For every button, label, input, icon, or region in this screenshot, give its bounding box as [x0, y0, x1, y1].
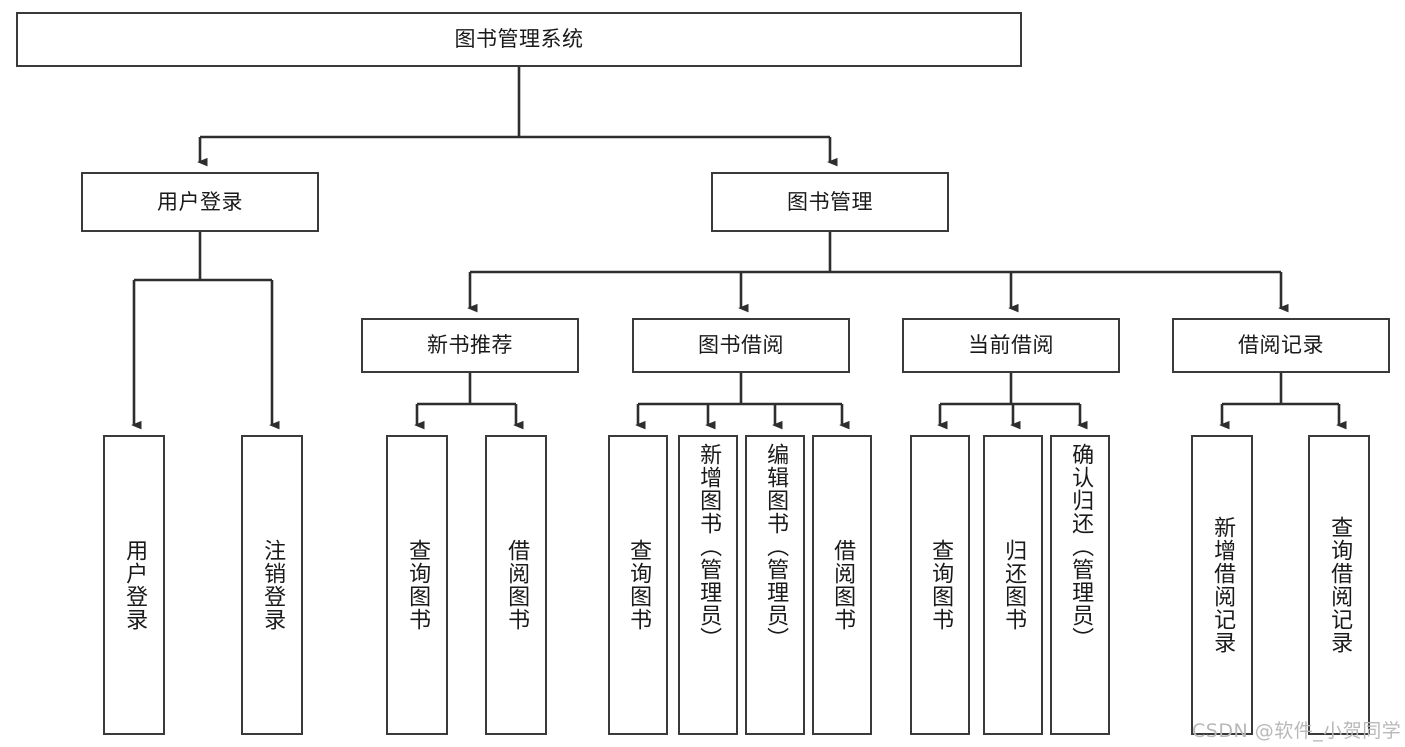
node-new-book-recommend[interactable]: 新书推荐: [361, 318, 579, 373]
node-leaf-borrow-book[interactable]: 借阅图书: [812, 435, 872, 735]
node-leaf-add-book-admin[interactable]: 新增图书（管理员）: [678, 435, 738, 735]
node-leaf-confirm-return-admin-label: 确认归还（管理员）: [1068, 443, 1094, 650]
node-leaf-borrow-book-label: 借阅图书: [830, 539, 856, 631]
node-book-borrow[interactable]: 图书借阅: [632, 318, 850, 373]
node-root-label: 图书管理系统: [454, 27, 584, 52]
node-leaf-add-book-admin-label: 新增图书（管理员）: [696, 443, 722, 650]
node-leaf-user-login[interactable]: 用户登录: [103, 435, 165, 735]
node-leaf-user-login-label: 用户登录: [122, 539, 148, 631]
node-leaf-logout-login[interactable]: 注销登录: [241, 435, 303, 735]
node-user-login[interactable]: 用户登录: [81, 172, 319, 232]
node-new-book-recommend-label: 新书推荐: [427, 333, 513, 358]
csdn-watermark: CSDN @软件_小贺同学: [1192, 720, 1402, 742]
node-root[interactable]: 图书管理系统: [16, 12, 1022, 67]
node-user-login-label: 用户登录: [157, 189, 243, 214]
node-leaf-query-book-recommend-label: 查询图书: [405, 539, 431, 631]
node-leaf-logout-login-label: 注销登录: [260, 539, 286, 631]
node-current-borrow-label: 当前借阅: [968, 333, 1054, 358]
node-leaf-confirm-return-admin[interactable]: 确认归还（管理员）: [1050, 435, 1110, 735]
node-leaf-return-book[interactable]: 归还图书: [983, 435, 1043, 735]
node-leaf-query-book-recommend[interactable]: 查询图书: [386, 435, 448, 735]
node-leaf-add-borrow-record-label: 新增借阅记录: [1210, 516, 1236, 654]
node-leaf-query-book-current-label: 查询图书: [928, 539, 954, 631]
node-borrow-record-label: 借阅记录: [1238, 333, 1324, 358]
node-leaf-query-book-borrow-label: 查询图书: [626, 539, 652, 631]
node-leaf-borrow-book-recommend-label: 借阅图书: [504, 539, 530, 631]
node-leaf-borrow-book-recommend[interactable]: 借阅图书: [485, 435, 547, 735]
node-book-management-label: 图书管理: [787, 189, 873, 214]
node-book-borrow-label: 图书借阅: [698, 333, 784, 358]
node-leaf-return-book-label: 归还图书: [1001, 539, 1027, 631]
node-current-borrow[interactable]: 当前借阅: [902, 318, 1120, 373]
node-book-management[interactable]: 图书管理: [711, 172, 949, 232]
node-leaf-edit-book-admin[interactable]: 编辑图书（管理员）: [745, 435, 805, 735]
node-leaf-query-book-borrow[interactable]: 查询图书: [608, 435, 668, 735]
node-leaf-query-borrow-record-label: 查询借阅记录: [1327, 516, 1353, 654]
node-borrow-record[interactable]: 借阅记录: [1172, 318, 1390, 373]
node-leaf-add-borrow-record[interactable]: 新增借阅记录: [1191, 435, 1253, 735]
node-leaf-query-borrow-record[interactable]: 查询借阅记录: [1308, 435, 1370, 735]
node-leaf-edit-book-admin-label: 编辑图书（管理员）: [763, 443, 789, 650]
node-leaf-query-book-current[interactable]: 查询图书: [910, 435, 970, 735]
